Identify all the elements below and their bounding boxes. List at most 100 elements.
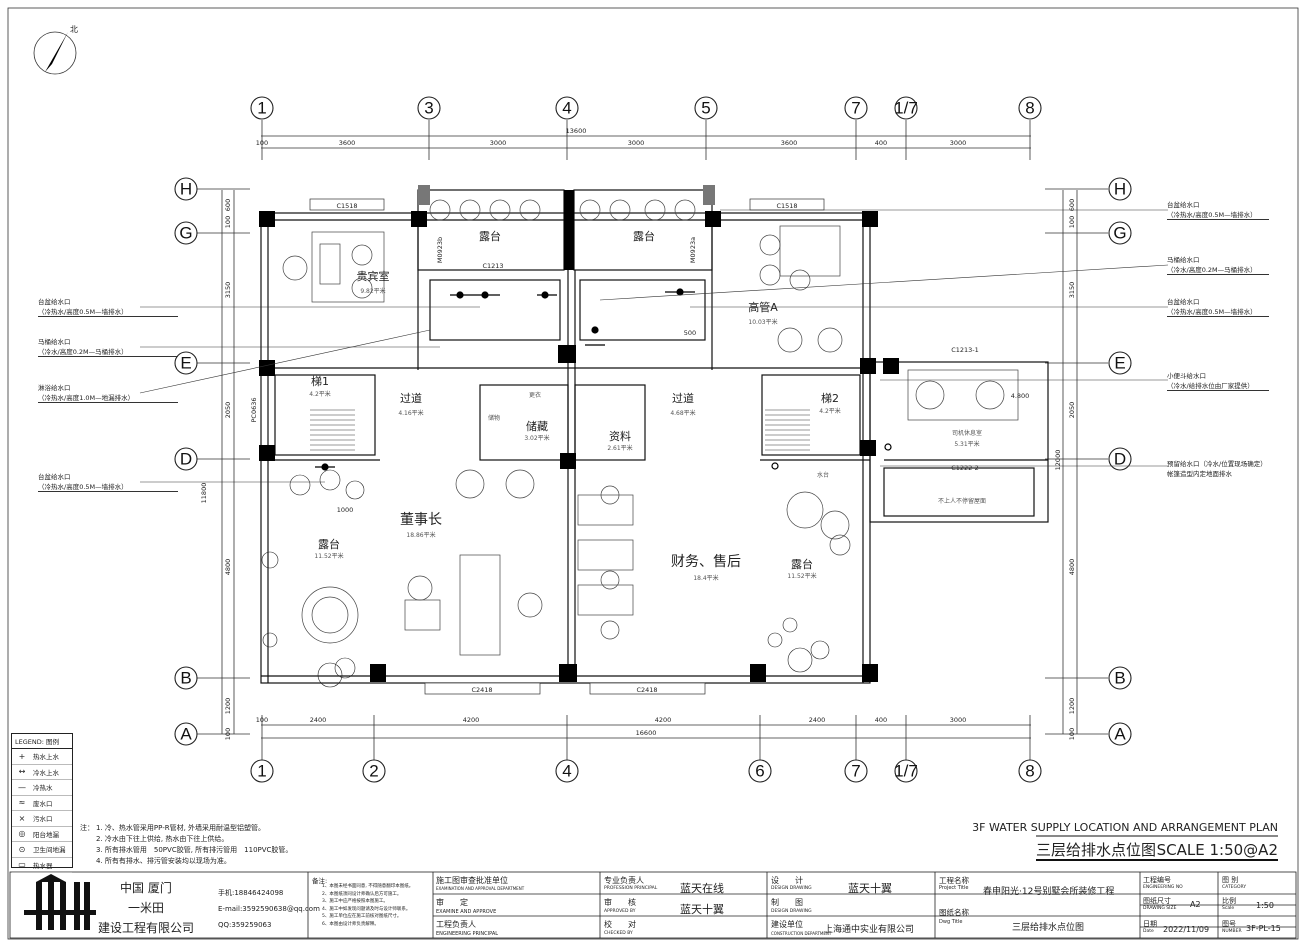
callout-detail: （冷水/给排水位由厂家提供） (1167, 382, 1254, 390)
callout-detail: （冷热水/高度0.5M—墙排水） (1167, 308, 1257, 316)
window-label: C1518 (776, 202, 797, 210)
dim-bottom: 3000 (950, 716, 967, 724)
room-area: 4.2平米 (309, 390, 331, 398)
room-name: 过道 (672, 391, 694, 405)
callout-title: 台盆给水口 (1167, 201, 1200, 209)
dim-top: 400 (875, 139, 887, 147)
axis-bubble-left-label: A (180, 725, 192, 744)
callout-detail: （冷水/高度0.2M—马桶排水） (38, 348, 128, 356)
legend-label: 污水口 (33, 815, 53, 824)
dim-bottom: 400 (875, 716, 887, 724)
axis-bubble-bottom: 7 (844, 759, 868, 783)
axis-bubble-right: A (1108, 722, 1132, 746)
axis-bubble-top-label: 3 (424, 99, 433, 118)
callout: 预留给水口（冷水/位置现场确定） 帐篷造型内定地面排水 (1167, 458, 1269, 478)
axis-bubble-top: 5 (694, 96, 718, 120)
room-area: 11.52平米 (787, 572, 816, 580)
legend-symbol-icon: — (18, 782, 26, 792)
room-name: 储藏 (526, 419, 548, 433)
notes-head: 注： (80, 824, 94, 832)
axis-bubble-bottom-label: 1 (257, 762, 266, 781)
axis-bubble-right-label: A (1114, 725, 1126, 744)
legend-label: 卫生间地漏 (33, 846, 66, 855)
stair-1 (310, 409, 355, 451)
dim-right: 12000 (1054, 450, 1062, 471)
axis-bubble-left-label: D (180, 450, 192, 469)
left-dimensions: 600 100 3150 2050 11800 4800 1200 100 (200, 190, 235, 740)
legend-label: 冷热水 (33, 784, 53, 793)
room-area: 4.2平米 (819, 407, 841, 415)
dim-left: 3150 (224, 282, 232, 299)
north-arrow: 北 (33, 25, 78, 75)
dim-bottom: 2400 (809, 716, 826, 724)
axis-bubble-left-label: H (180, 180, 192, 199)
dim-left: 600 (224, 199, 232, 211)
top-dimensions: 13600 100 3600 3000 3000 3600 400 3000 (256, 127, 1031, 149)
callout-detail: （冷热水/高度0.5M—墙排水） (38, 483, 128, 491)
legend-title: LEGEND: 图例 (12, 734, 72, 749)
room-name: 财务、售后 (671, 554, 741, 570)
dim-bottom: 100 (256, 716, 268, 724)
axis-bubble-right: H (1108, 177, 1132, 201)
legend-label: 阳台地漏 (33, 830, 59, 839)
axis-bubble-bottom-label: 8 (1025, 762, 1034, 781)
axis-bubble-top: 8 (1018, 96, 1042, 120)
room-area: 4.16平米 (398, 409, 423, 417)
axis-bubble-bottom: 6 (748, 759, 772, 783)
room-name: 露台 (791, 557, 813, 571)
dim-bottom: 4200 (655, 716, 672, 724)
callout-title: 淋浴给水口 (38, 384, 71, 392)
dim-bottom: 2400 (310, 716, 327, 724)
right-dimensions: 600 100 3150 2050 12000 4800 1200 100 4.… (1011, 190, 1078, 740)
room-area: 4.68平米 (670, 409, 695, 417)
furniture (282, 199, 1019, 656)
callout: 台盆给水口 （冷热水/高度0.5M—墙排水） (38, 471, 178, 492)
callout: 台盆给水口 （冷热水/高度0.5M—墙排水） (1167, 296, 1269, 317)
sheet-border (7, 7, 1299, 940)
callout: 淋浴给水口 （冷热水/高度1.0M—地漏排水） (38, 382, 178, 403)
callout-leaders (139, 209, 1169, 483)
room-area: 10.03平米 (748, 318, 777, 326)
plan-title: 3F WATER SUPPLY LOCATION AND ARRANGEMENT… (972, 821, 1278, 861)
room-area: 18.86平米 (406, 531, 435, 539)
axis-bubble-bottom-label: 4 (562, 762, 571, 781)
axis-bubble-left-label: B (180, 669, 191, 688)
room-area: 3.02平米 (524, 434, 549, 442)
callout-title: 台盆给水口 (1167, 298, 1200, 306)
legend-symbol-icon: ▭ (18, 860, 26, 870)
note-line: 3. 所有排水管用 50PVC胶管, 所有排污管用 110PVC胶管。 (96, 846, 293, 854)
callout-detail: （冷水/高度0.2M—马桶排水） (1167, 266, 1257, 274)
room-area: 18.4平米 (693, 574, 718, 582)
legend-label: 热水上水 (33, 753, 59, 762)
window-label: M0923a (689, 237, 697, 263)
axis-bubble-right-label: E (1114, 354, 1125, 373)
plants (261, 469, 830, 688)
axis-bubble-left: H (174, 177, 198, 201)
water-points (315, 288, 892, 471)
plan-title-zh: 三层给排水点位图 (1036, 841, 1156, 859)
note-line: 2. 冷水由下往上供给, 热水由下往上供给。 (96, 835, 229, 843)
window-label: PC0636 (250, 397, 258, 422)
axis-bubble-top: 1/7 (894, 96, 918, 120)
axis-bubble-left-label: E (180, 354, 191, 373)
room-labels: 贵宾室 9.82平米 露台 露台 高管A 10.03平米 梯1 4.2平米 过道… (309, 229, 986, 582)
window-labels: C1518 C1518 C1213 C1213-1 C1222-2 C2418 … (250, 198, 979, 695)
axis-bubble-top-label: 4 (562, 99, 571, 118)
legend-symbol-icon: ≈ (18, 798, 26, 808)
axis-bubble-right: B (1108, 666, 1132, 690)
legend-item: ⊙ 卫生间地漏 (12, 842, 72, 858)
legend-item: ×污水口 (12, 811, 72, 827)
legend-symbol-icon: ⊙ (18, 844, 26, 854)
legend: LEGEND: 图例 +热水上水↔冷水上水—冷热水≈废水口×污水口◎阳台地漏⊙卫… (11, 733, 73, 873)
room-name: 董事长 (400, 512, 442, 528)
dim-right: 3150 (1068, 282, 1076, 299)
axis-bubble-top: 4 (555, 96, 579, 120)
room-name: 梯1 (311, 375, 329, 388)
dim-top: 3000 (628, 139, 645, 147)
room-name: 过道 (400, 391, 422, 405)
axis-bubble-left: D (174, 447, 198, 471)
room-name: 不上人不停留屋面 (938, 497, 986, 505)
